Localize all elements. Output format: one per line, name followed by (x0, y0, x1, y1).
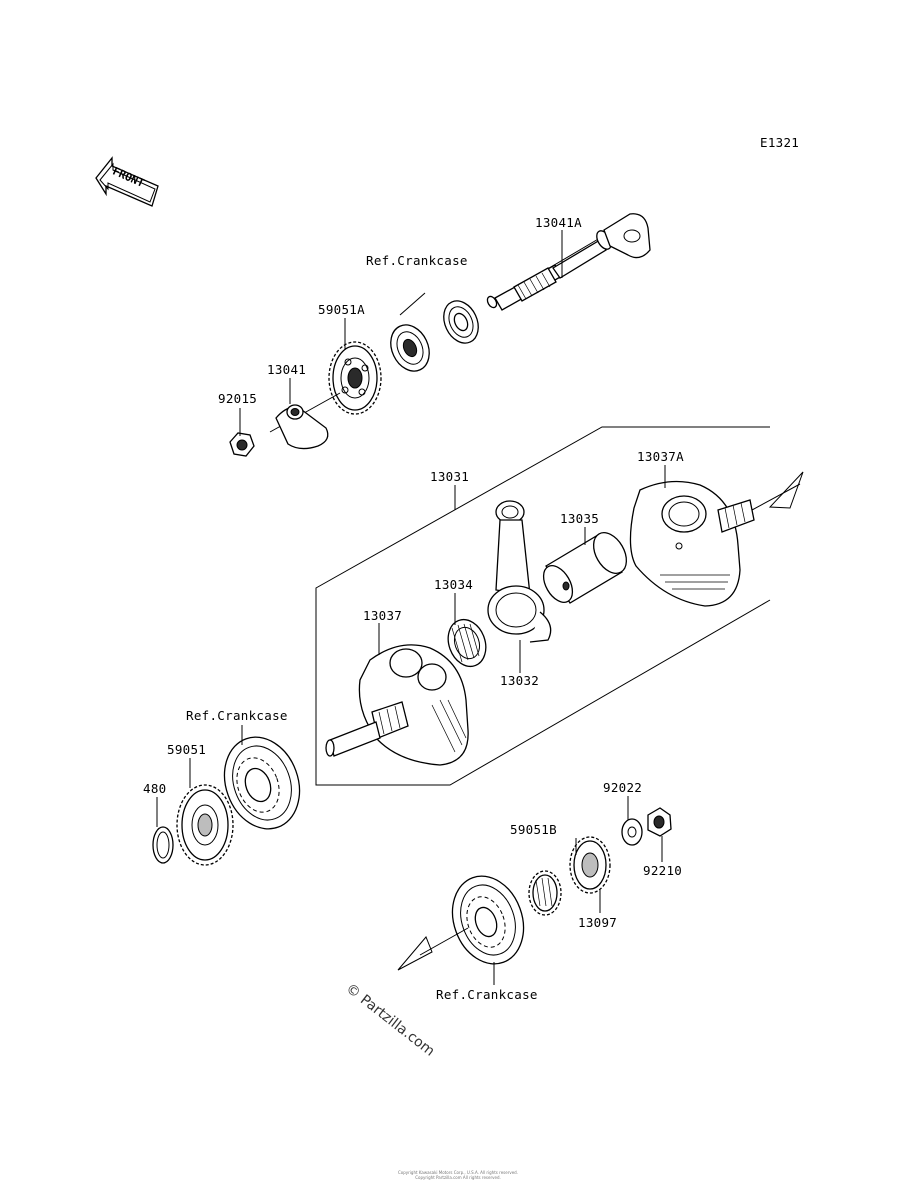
crank-half-13037 (325, 644, 469, 766)
label-13041: 13041 (267, 362, 306, 377)
label-13037A: 13037A (637, 449, 684, 464)
crank-pin-13035 (542, 532, 628, 604)
circlip-480 (152, 826, 174, 864)
gear-13097 (528, 870, 562, 916)
label-92022: 92022 (603, 780, 642, 795)
front-arrow-icon: FRONT (95, 156, 159, 207)
label-59051B: 59051B (510, 822, 557, 837)
bearing-bottom (451, 875, 525, 965)
sprocket-59051A (328, 341, 382, 415)
footer-line-2: Copyright Partzilla.com All rights reser… (415, 1175, 501, 1180)
label-ref-crankcase-top: Ref.Crankcase (366, 253, 468, 268)
label-13041A: 13041A (535, 215, 582, 230)
label-13031: 13031 (430, 469, 469, 484)
needle-bearing-13034 (447, 618, 487, 668)
nut-92015 (229, 432, 255, 457)
diagram-code: E1321 (760, 135, 799, 150)
label-13037: 13037 (363, 608, 402, 623)
shaft-13041A (486, 213, 651, 311)
bearing-top-right (443, 300, 479, 344)
label-92210: 92210 (643, 863, 682, 878)
label-13035: 13035 (560, 511, 599, 526)
balancer-weight-13041 (275, 404, 329, 450)
nut-92210 (647, 807, 672, 837)
label-92015: 92015 (218, 391, 257, 406)
label-59051: 59051 (167, 742, 206, 757)
footer-line-1: Copyright Kawasaki Motors Corp., U.S.A. … (398, 1170, 518, 1175)
label-ref-crankcase-bottom: Ref.Crankcase (436, 987, 538, 1002)
label-13032: 13032 (500, 673, 539, 688)
label-ref-crankcase-left: Ref.Crankcase (186, 708, 288, 723)
connecting-rod-13032 (487, 500, 552, 643)
sprocket-59051 (176, 784, 234, 866)
label-13034: 13034 (434, 577, 473, 592)
washer-92022 (621, 818, 643, 846)
watermark: © Partzilla.com (343, 981, 438, 1060)
bearing-left (223, 736, 301, 830)
label-59051A: 59051A (318, 302, 365, 317)
gear-59051B (569, 836, 611, 894)
label-480: 480 (143, 781, 166, 796)
crank-half-13037A (629, 480, 801, 607)
bearing-top-left (390, 324, 430, 372)
label-13097: 13097 (578, 915, 617, 930)
